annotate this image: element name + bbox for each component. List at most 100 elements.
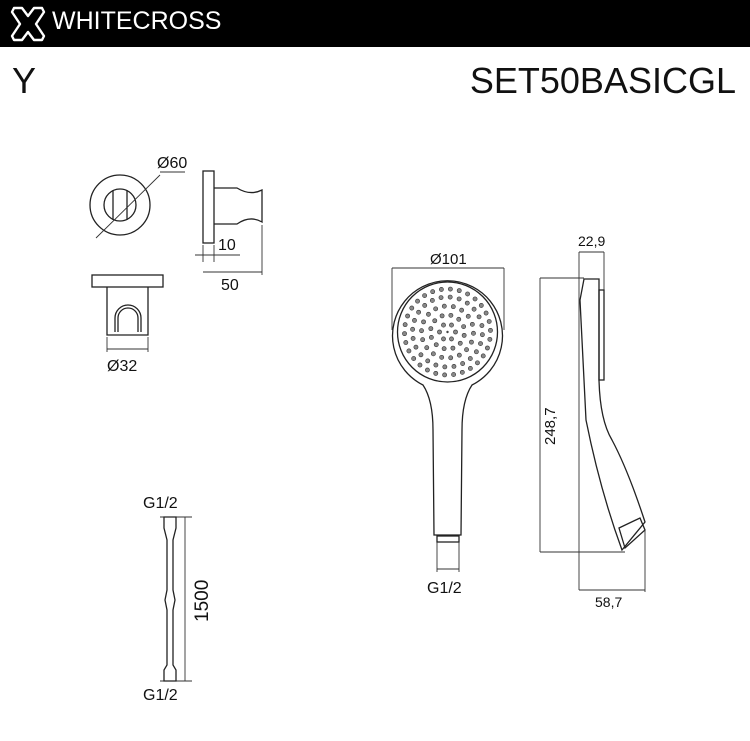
- nozzle: [485, 345, 490, 351]
- head-diameter-label: Ø101: [430, 251, 467, 268]
- nozzle: [433, 362, 439, 368]
- nozzle: [464, 347, 469, 353]
- nozzle: [441, 303, 447, 309]
- nozzle: [429, 298, 435, 303]
- nozzle: [479, 332, 485, 338]
- nozzle: [441, 322, 446, 328]
- nozzle: [478, 341, 483, 347]
- nozzle: [467, 356, 473, 361]
- nozzle: [453, 329, 458, 335]
- hose-view: G1/2 1500 G1/2: [143, 495, 213, 704]
- nozzle: [433, 306, 439, 312]
- brand-name: WHITECROSS: [52, 7, 222, 35]
- head-thickness-label: 22,9: [578, 233, 605, 249]
- nozzle: [461, 324, 467, 329]
- holder-diameter-label: Ø60: [157, 155, 187, 172]
- nozzle: [488, 327, 493, 333]
- nozzle: [402, 331, 407, 337]
- nozzle: [476, 314, 482, 320]
- holder-front-view: Ø60: [89, 155, 187, 239]
- nozzle: [438, 295, 444, 300]
- nozzle: [441, 346, 447, 352]
- nozzle: [422, 303, 428, 308]
- nozzle: [450, 304, 456, 310]
- nozzle: [467, 366, 473, 371]
- nozzle: [430, 289, 436, 295]
- head-depth-label: 58,7: [595, 594, 622, 610]
- nozzle: [415, 298, 420, 304]
- nozzle: [442, 372, 448, 378]
- nozzle: [425, 367, 430, 373]
- nozzle: [451, 372, 457, 377]
- spray-nozzles: [402, 286, 493, 378]
- nozzle: [457, 340, 463, 346]
- nozzle: [409, 305, 415, 311]
- nozzle: [447, 294, 453, 300]
- nozzle: [487, 336, 493, 342]
- nozzle: [461, 332, 467, 338]
- nozzle: [439, 354, 445, 360]
- nozzle: [449, 336, 454, 342]
- nozzle: [473, 349, 479, 355]
- shower-head-side-view: 22,9 248,7 58,7: [539, 233, 646, 610]
- nozzle: [438, 287, 444, 292]
- nozzle: [475, 360, 480, 366]
- nozzle: [432, 318, 438, 324]
- nozzle: [439, 313, 445, 319]
- nozzle: [456, 288, 462, 294]
- nozzle: [460, 361, 466, 366]
- nozzle: [459, 369, 465, 375]
- nozzle: [413, 344, 419, 350]
- nozzle: [456, 316, 462, 322]
- nozzle: [450, 345, 456, 351]
- cross-logo-icon: [10, 6, 46, 42]
- nozzle: [449, 322, 454, 328]
- nozzle: [471, 306, 477, 312]
- nozzle: [410, 336, 416, 341]
- nozzle: [425, 358, 431, 364]
- nozzle: [426, 311, 431, 317]
- nozzle: [410, 326, 416, 332]
- head-thread-label: G1/2: [427, 580, 462, 597]
- nozzle: [480, 353, 486, 359]
- nozzle: [451, 364, 457, 369]
- nozzle: [420, 337, 426, 343]
- nozzle: [421, 319, 426, 325]
- nozzle: [479, 323, 485, 328]
- nozzle: [442, 364, 448, 370]
- model-code: SET50BASICGL: [469, 60, 736, 101]
- holder-base-depth-label: 10: [218, 237, 236, 254]
- nozzle: [469, 339, 474, 345]
- variant-label: Y: [12, 60, 37, 101]
- nozzle: [471, 330, 476, 336]
- nozzle: [419, 328, 424, 334]
- nozzle: [483, 310, 489, 316]
- nozzle: [465, 291, 470, 297]
- hose-thread-bottom-label: G1/2: [143, 687, 178, 704]
- hose-length-label: 1500: [192, 580, 213, 622]
- shower-head-front-view: Ø101 G1/2: [391, 251, 505, 597]
- nozzle: [464, 300, 470, 306]
- nozzle: [433, 370, 439, 376]
- nozzle: [469, 321, 475, 327]
- head-length-label: 248,7: [542, 407, 559, 445]
- holder-bottom-view: Ø32: [91, 274, 164, 375]
- nozzle: [430, 351, 436, 357]
- nozzle: [428, 335, 434, 340]
- nozzle: [486, 319, 492, 324]
- nozzle: [412, 317, 417, 323]
- nozzle: [402, 322, 408, 328]
- nozzle: [422, 293, 428, 298]
- nozzle: [411, 356, 417, 361]
- nozzle: [405, 313, 410, 319]
- nozzle: [446, 330, 449, 334]
- holder-side-view: 10 50: [195, 170, 263, 294]
- nozzle: [437, 329, 442, 335]
- nozzle: [424, 345, 430, 351]
- nozzle: [448, 312, 454, 318]
- holder-clip-diameter-label: Ø32: [107, 358, 137, 375]
- header-bar: WHITECROSS: [0, 0, 750, 47]
- nozzle: [403, 340, 409, 345]
- nozzle: [447, 286, 453, 292]
